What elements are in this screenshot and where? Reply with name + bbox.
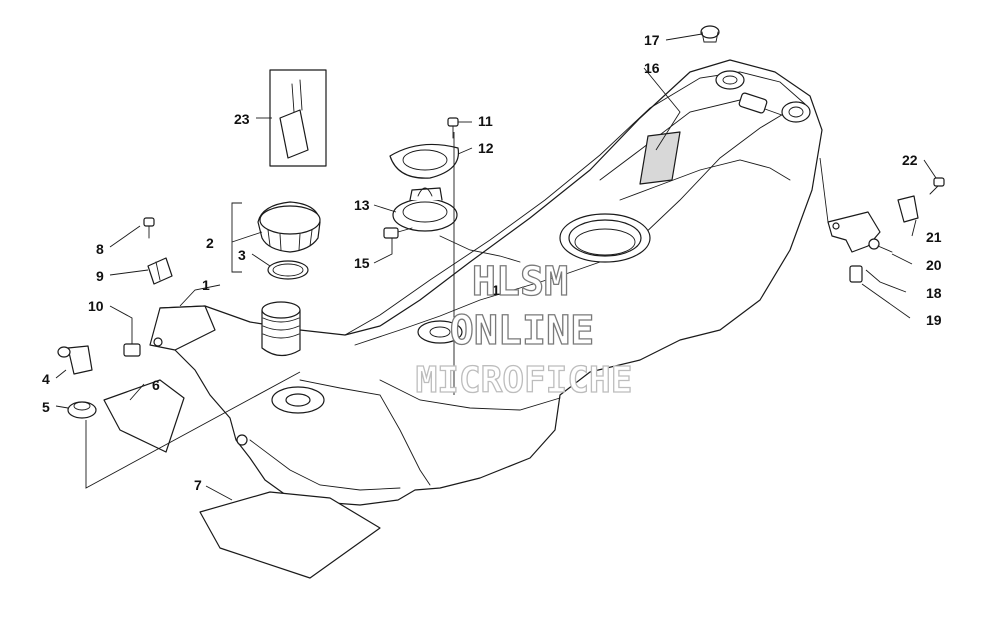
callout-22: 22 (902, 152, 918, 168)
filler-neck (261, 301, 301, 357)
clamp-9 (147, 257, 173, 285)
screw-22 (929, 177, 945, 195)
callout-21: 21 (926, 229, 942, 245)
clip-19 (849, 265, 863, 283)
leader-lines (55, 33, 937, 501)
callout-7: 7 (194, 477, 202, 493)
callout-23: 23 (234, 111, 250, 127)
filler-cap (257, 201, 321, 253)
grommet-5 (67, 401, 97, 419)
callout-4: 4 (42, 371, 50, 387)
cap-17 (700, 25, 720, 43)
pad-7 (199, 491, 381, 579)
callout-10: 10 (88, 298, 104, 314)
plug-4 (57, 345, 93, 375)
filler-gasket (267, 260, 309, 280)
fuel-pump-gasket (389, 143, 460, 179)
callout-8: 8 (96, 241, 104, 257)
callout-19: 19 (926, 312, 942, 328)
callout-1: 1 (202, 277, 210, 293)
watermark-line1: HLSM (472, 259, 568, 305)
bracket-18 (827, 211, 881, 253)
callout-13: 13 (354, 197, 370, 213)
fuel-tank (149, 59, 823, 506)
fuel-pump (383, 187, 521, 263)
callout-16: 16 (644, 60, 660, 76)
callout-6: 6 (152, 377, 160, 393)
clip-10 (123, 343, 141, 357)
callout-2: 2 (206, 235, 214, 251)
clamp-21 (897, 195, 919, 223)
shield-6 (103, 379, 185, 453)
screw-20 (868, 238, 893, 253)
callouts: 1 2 3 4 5 6 7 8 9 10 11 12 13 14 15 16 1… (42, 32, 942, 493)
callout-3: 3 (238, 247, 246, 263)
callout-12: 12 (478, 140, 494, 156)
callout-15: 15 (354, 255, 370, 271)
screw-8 (143, 217, 155, 239)
callout-14: 14 (492, 282, 508, 298)
callout-20: 20 (926, 257, 942, 273)
callout-11: 11 (478, 113, 493, 129)
callout-9: 9 (96, 268, 104, 284)
watermark: HLSM ONLINE MICROFICHE (415, 258, 633, 401)
screw-11 (447, 117, 459, 139)
watermark-line2: ONLINE (450, 308, 595, 354)
callout-18: 18 (926, 285, 942, 301)
watermark-line3: MICROFICHE (416, 360, 633, 401)
callout-5: 5 (42, 399, 50, 415)
sending-unit-23 (269, 69, 327, 167)
callout-17: 17 (644, 32, 660, 48)
